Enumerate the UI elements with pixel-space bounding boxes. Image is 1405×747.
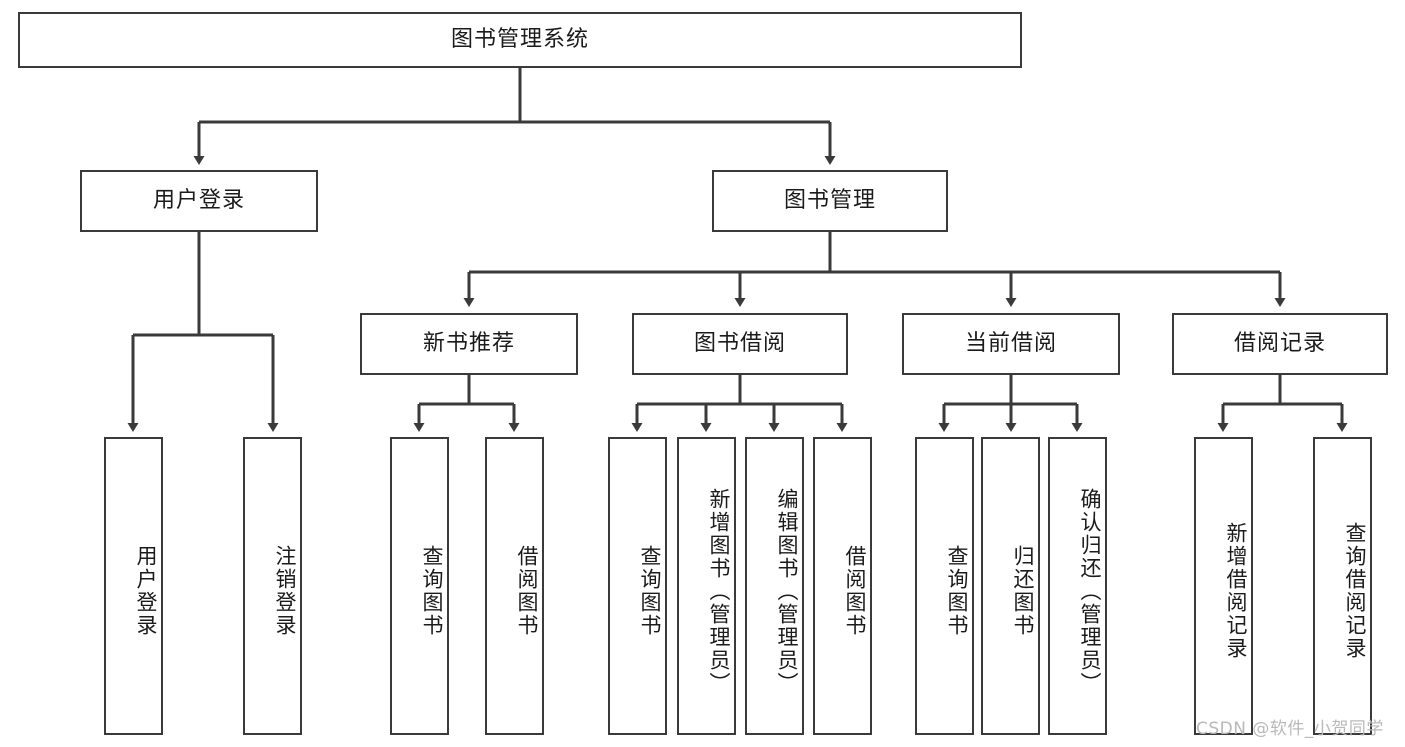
node-leaf-edit-book-admin[interactable]: 编辑图书（管理员） xyxy=(745,437,804,735)
node-leaf-borrow-book[interactable]: 借阅图书 xyxy=(813,437,872,735)
node-root-label: 图书管理系统 xyxy=(450,26,589,52)
csdn-watermark: CSDN @软件_小贺同学 xyxy=(1196,719,1384,739)
node-leaf-confirm-return-admin[interactable]: 确认归还（管理员） xyxy=(1048,437,1107,735)
node-leaf-query-borrow-record[interactable]: 查询借阅记录 xyxy=(1313,437,1372,735)
node-book-management[interactable]: 图书管理 xyxy=(712,170,948,232)
node-user-login-label: 用户登录 xyxy=(152,187,245,213)
node-current-borrow-label: 当前借阅 xyxy=(964,330,1057,356)
node-leaf-add-book-admin[interactable]: 新增图书（管理员） xyxy=(677,437,736,735)
node-leaf-user-login-label: 用户登录 xyxy=(134,545,158,637)
node-leaf-return-book[interactable]: 归还图书 xyxy=(981,437,1040,735)
node-new-book-recommend-label: 新书推荐 xyxy=(422,330,515,356)
node-user-login[interactable]: 用户登录 xyxy=(80,170,318,232)
node-leaf-borrow-book-label: 借阅图书 xyxy=(843,545,867,637)
node-leaf-user-login[interactable]: 用户登录 xyxy=(104,437,163,735)
node-leaf-edit-book-admin-label: 编辑图书（管理员） xyxy=(775,487,799,695)
node-leaf-borrow-books-recommend[interactable]: 借阅图书 xyxy=(485,437,544,735)
node-leaf-query-books-current-label: 查询图书 xyxy=(945,545,969,637)
node-leaf-query-books-borrow-label: 查询图书 xyxy=(638,545,662,637)
node-new-book-recommend[interactable]: 新书推荐 xyxy=(360,313,578,375)
node-leaf-user-logout[interactable]: 注销登录 xyxy=(243,437,302,735)
node-leaf-query-books-recommend[interactable]: 查询图书 xyxy=(390,437,449,735)
node-root[interactable]: 图书管理系统 xyxy=(18,12,1022,68)
node-leaf-confirm-return-admin-label: 确认归还（管理员） xyxy=(1078,487,1102,695)
node-leaf-query-books-borrow[interactable]: 查询图书 xyxy=(608,437,667,735)
node-leaf-add-borrow-record[interactable]: 新增借阅记录 xyxy=(1194,437,1253,735)
node-borrow-record[interactable]: 借阅记录 xyxy=(1172,313,1388,375)
node-book-borrow[interactable]: 图书借阅 xyxy=(632,313,848,375)
node-leaf-add-borrow-record-label: 新增借阅记录 xyxy=(1224,522,1248,660)
node-leaf-query-borrow-record-label: 查询借阅记录 xyxy=(1343,522,1367,660)
node-current-borrow[interactable]: 当前借阅 xyxy=(902,313,1120,375)
node-leaf-add-book-admin-label: 新增图书（管理员） xyxy=(707,487,731,695)
node-leaf-user-logout-label: 注销登录 xyxy=(273,545,297,637)
node-book-management-label: 图书管理 xyxy=(783,187,876,213)
node-leaf-return-book-label: 归还图书 xyxy=(1011,545,1035,637)
node-leaf-query-books-recommend-label: 查询图书 xyxy=(420,545,444,637)
node-borrow-record-label: 借阅记录 xyxy=(1233,330,1326,356)
node-leaf-borrow-books-recommend-label: 借阅图书 xyxy=(515,545,539,637)
node-book-borrow-label: 图书借阅 xyxy=(693,330,786,356)
node-leaf-query-books-current[interactable]: 查询图书 xyxy=(915,437,974,735)
